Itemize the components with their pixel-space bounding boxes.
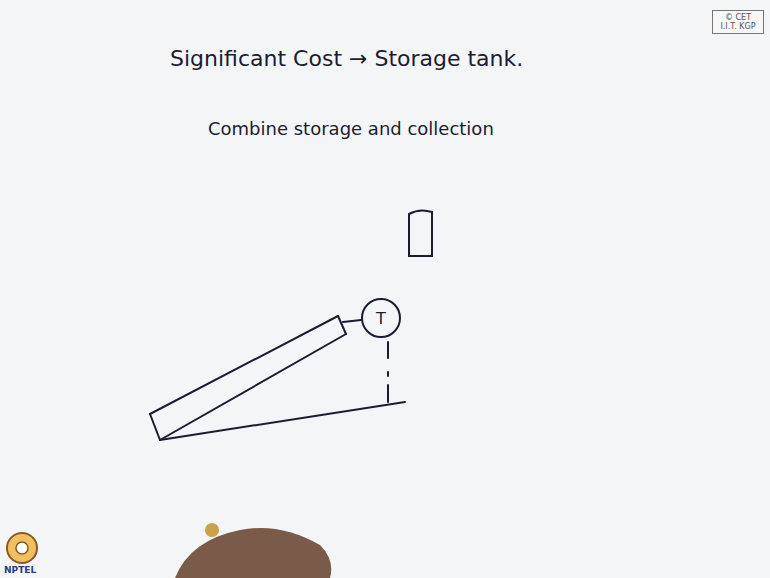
tank-circle: T: [361, 298, 401, 338]
collector-end: [338, 316, 346, 334]
collector-top-edge: [150, 316, 338, 414]
watermark-box: © CET I.I.T. KGP: [712, 10, 764, 34]
tank-letter: T: [376, 309, 386, 328]
collector-lower-edge: [160, 334, 346, 440]
watermark-text: © CET I.I.T. KGP: [716, 13, 760, 31]
hand: [175, 528, 331, 578]
ring: [205, 523, 219, 537]
logo: [16, 542, 28, 554]
logo: [7, 533, 37, 563]
pipe: [343, 320, 361, 322]
tank-sketch: [409, 210, 432, 256]
collector-end: [150, 414, 160, 440]
ground-line: [160, 402, 405, 440]
handwritten-note: Combine storage and collection: [208, 118, 494, 139]
support-line: [387, 342, 389, 402]
logo-text: NPTEL: [4, 565, 36, 575]
handwritten-note: Significant Cost → Storage tank.: [170, 46, 523, 71]
